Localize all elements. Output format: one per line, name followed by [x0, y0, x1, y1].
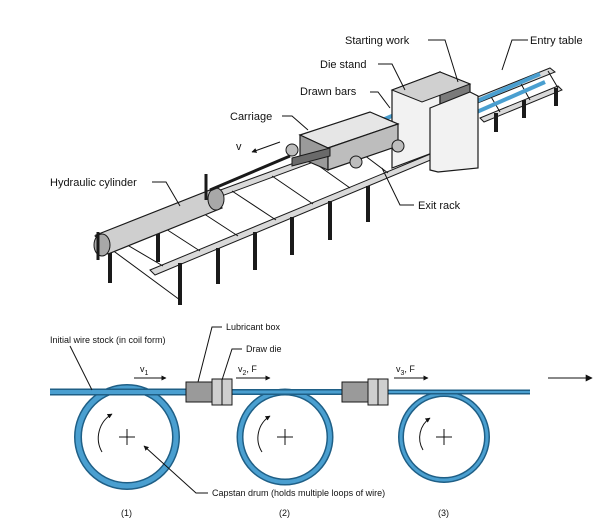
- label-draw-die: Draw die: [221, 344, 282, 381]
- die-assembly-2: [341, 378, 389, 406]
- label-starting-work: Starting work: [345, 35, 459, 83]
- velocity-v2: v2, F: [236, 364, 271, 381]
- svg-text:Die stand: Die stand: [320, 59, 366, 71]
- label-entry-table: Entry table: [501, 35, 583, 71]
- label-hydraulic-cylinder: Hydraulic cylinder: [50, 177, 181, 207]
- label-drawn-bars: Drawn bars: [300, 86, 391, 109]
- die-assembly-1: [185, 378, 233, 406]
- svg-text:Drawn bars: Drawn bars: [300, 86, 357, 98]
- svg-text:v2, F: v2, F: [238, 364, 257, 377]
- svg-text:Carriage: Carriage: [230, 111, 272, 123]
- wire-drawing-figure: v1 v2, F v3, F Initial wire stock (in co…: [50, 322, 593, 518]
- capstan-drum-2: [236, 388, 334, 486]
- svg-text:Capstan drum (holds multiple l: Capstan drum (holds multiple loops of wi…: [212, 488, 385, 498]
- svg-text:Exit rack: Exit rack: [418, 200, 461, 212]
- label-capstan-drum: Capstan drum (holds multiple loops of wi…: [143, 445, 385, 498]
- drum-number-1: (1): [121, 508, 132, 518]
- drum-number-2: (2): [279, 508, 290, 518]
- die-stand: [390, 71, 479, 173]
- svg-text:Entry table: Entry table: [530, 35, 583, 47]
- velocity-v1: v1: [134, 364, 167, 381]
- label-die-stand: Die stand: [320, 59, 406, 91]
- svg-text:v: v: [236, 141, 242, 153]
- velocity-v3: v3, F: [394, 364, 429, 381]
- svg-text:Hydraulic cylinder: Hydraulic cylinder: [50, 177, 137, 189]
- drum-number-3: (3): [438, 508, 449, 518]
- capstan-drum-1: [74, 384, 180, 490]
- draw-bench-figure: Starting work Entry table Die stand Draw…: [50, 35, 583, 305]
- svg-text:Initial wire stock (in coil fo: Initial wire stock (in coil form): [50, 335, 166, 345]
- label-initial-wire-stock: Initial wire stock (in coil form): [50, 335, 166, 391]
- carriage: [285, 111, 405, 171]
- capstan-drum-3: [398, 391, 490, 483]
- label-exit-rack: Exit rack: [381, 167, 461, 212]
- velocity-indicator: v: [236, 141, 281, 153]
- svg-text:v3, F: v3, F: [396, 364, 415, 377]
- label-lubricant-box: Lubricant box: [197, 322, 281, 383]
- svg-text:Starting work: Starting work: [345, 35, 410, 47]
- svg-text:v1: v1: [140, 364, 149, 377]
- label-carriage: Carriage: [230, 111, 309, 131]
- hydraulic-cylinder: [93, 154, 291, 260]
- svg-text:Lubricant box: Lubricant box: [226, 322, 281, 332]
- svg-text:Draw die: Draw die: [246, 344, 282, 354]
